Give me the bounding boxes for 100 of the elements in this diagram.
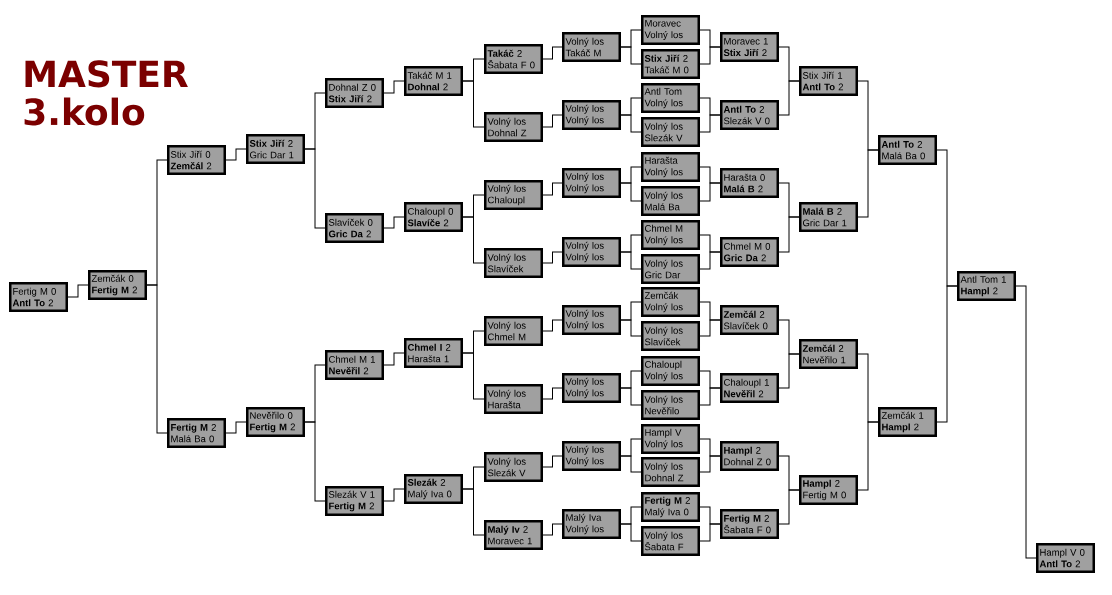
match-box: Hampl V Volný los [641,424,700,454]
bracket-line [1015,285,1037,559]
match-box: Volný los Slavíček [484,248,543,278]
match-box: Chmel M 1 Nevěřil 2 [325,350,384,380]
match-box: Volný los Slezák V [484,452,543,482]
bracket-line [620,46,642,65]
match-box: Volný los Chaloupl [484,180,543,210]
match-box: Slezák V 1 Fertig M 2 [325,486,384,516]
bracket-line [383,80,405,94]
match-box: Volný los Harašta [484,384,543,414]
bracket-line [699,523,721,542]
match-box: Harašta 0 Malá B 2 [720,168,779,198]
bracket-line [462,216,485,264]
match-box: Fertig M 0 Antl To 2 [9,282,68,312]
match-box: Hampl 2 Dohnal Z 0 [720,441,779,471]
match-box: Antl Tom 1 Hampl 2 [957,271,1016,301]
bracket-line [620,387,642,406]
bracket-line [620,114,642,133]
match-box: Volný los Takáč M [562,32,621,62]
bracket-line [542,387,563,400]
match-box: Antl To 2 Slezák V 0 [720,100,779,130]
match-box: Slavíček 0 Gric Da 2 [325,213,384,243]
match-box: Chaloupl 1 Nevěřil 2 [720,373,779,403]
match-box: Fertig M 2 Malý Iva 0 [641,492,700,522]
bracket-line [146,284,168,434]
bracket-line [620,182,642,202]
match-box: Takáč 2 Šabata F 0 [484,44,543,74]
bracket-line [225,421,247,434]
match-box: Hampl V 0 Antl To 2 [1036,543,1095,573]
match-box: Nevěřilo 0 Fertig M 2 [246,407,305,437]
bracket-line [383,216,405,229]
bracket-line [699,182,721,202]
match-box: Moravec 1 Stix Jiří 2 [720,32,779,62]
bracket-line [383,352,405,366]
bracket-line [620,251,642,270]
match-box: Stix Jiří 2 Takáč M 0 [641,49,700,79]
match-box: Volný los Volný los [562,305,621,335]
match-box: Chmel M 0 Gric Da 2 [720,237,779,267]
bracket-line [778,216,800,253]
match-box: Chmel I 2 Harašta 1 [404,338,463,368]
bracket-line [699,114,721,133]
match-box: Zemčák Volný los [641,287,700,317]
match-box: Volný los Volný los [562,168,621,198]
match-box: Volný los Volný los [562,237,621,267]
match-box: Chaloupl Volný los [641,356,700,386]
match-box: Volný los Slezák V [641,117,700,147]
match-box: Malý Iva Volný los [562,509,621,539]
match-box: Volný los Nevěřilo [641,390,700,420]
match-box: Hampl 2 Fertig M 0 [799,475,858,505]
match-box: Fertig M 2 Šabata F 0 [720,509,779,539]
title: MASTER 3.kolo [24,60,188,126]
match-box: Antl To 2 Malá Ba 0 [878,135,937,165]
match-box: Malý Iv 2 Moravec 1 [484,520,543,550]
bracket-line [542,46,563,60]
bracket-line [67,284,89,298]
match-box: Volný los Dohnal Z [484,112,543,142]
match-box: Volný los Chmel M [484,316,543,346]
match-box: Stix Jiří 0 Zemčál 2 [167,145,226,175]
bracket-line [542,319,563,332]
bracket-line [462,352,485,400]
bracket-line [620,319,642,337]
bracket-line [778,353,800,389]
match-box: Harašta Volný los [641,152,700,182]
bracket-line [857,149,879,218]
match-box: Moravec Volný los [641,15,700,45]
bracket-line [383,488,405,502]
match-box: Antl Tom Volný los [641,83,700,113]
match-box: Volný los Slavíček [641,321,700,351]
match-box: Volný los Malá Ba [641,186,700,216]
bracket-line [225,148,247,161]
match-box: Volný los Šabata F [641,526,700,556]
match-box: Zemčál 2 Slavíček 0 [720,305,779,335]
match-box: Fertig M 2 Malá Ba 0 [167,418,226,448]
match-box: Stix Jiří 1 Antl To 2 [799,66,858,96]
match-box: Takáč M 1 Dohnal 2 [404,66,463,96]
match-box: Volný los Volný los [562,100,621,130]
bracket-line [542,523,563,536]
bracket-line [542,455,563,468]
match-box: Stix Jiří 2 Gric Dar 1 [246,134,305,164]
match-box: Volný los Volný los [562,373,621,403]
match-box: Dohnal Z 0 Stix Jiří 2 [325,78,384,108]
bracket-line [620,523,642,542]
bracket-line [542,114,563,128]
match-box: Malá B 2 Gric Dar 1 [799,202,858,232]
match-box: Volný los Dohnal Z [641,457,700,487]
bracket-line [699,455,721,473]
bracket-line [462,80,485,128]
bracket-line [462,488,485,536]
match-box: Slezák 2 Malý Iva 0 [404,474,463,504]
bracket-line [778,489,800,525]
match-box: Chaloupl 0 Slavíče 2 [404,202,463,232]
match-box: Chmel M Volný los [641,220,700,250]
bracket-line [304,148,326,229]
bracket-line [304,421,326,502]
match-box: Zemčál 2 Nevěřilo 1 [799,339,858,369]
bracket-line [620,455,642,473]
match-box: Zemčák 0 Fertig M 2 [88,270,147,300]
match-box: Volný los Gric Dar [641,254,700,284]
bracket-line [699,387,721,406]
bracket-line [542,182,563,196]
